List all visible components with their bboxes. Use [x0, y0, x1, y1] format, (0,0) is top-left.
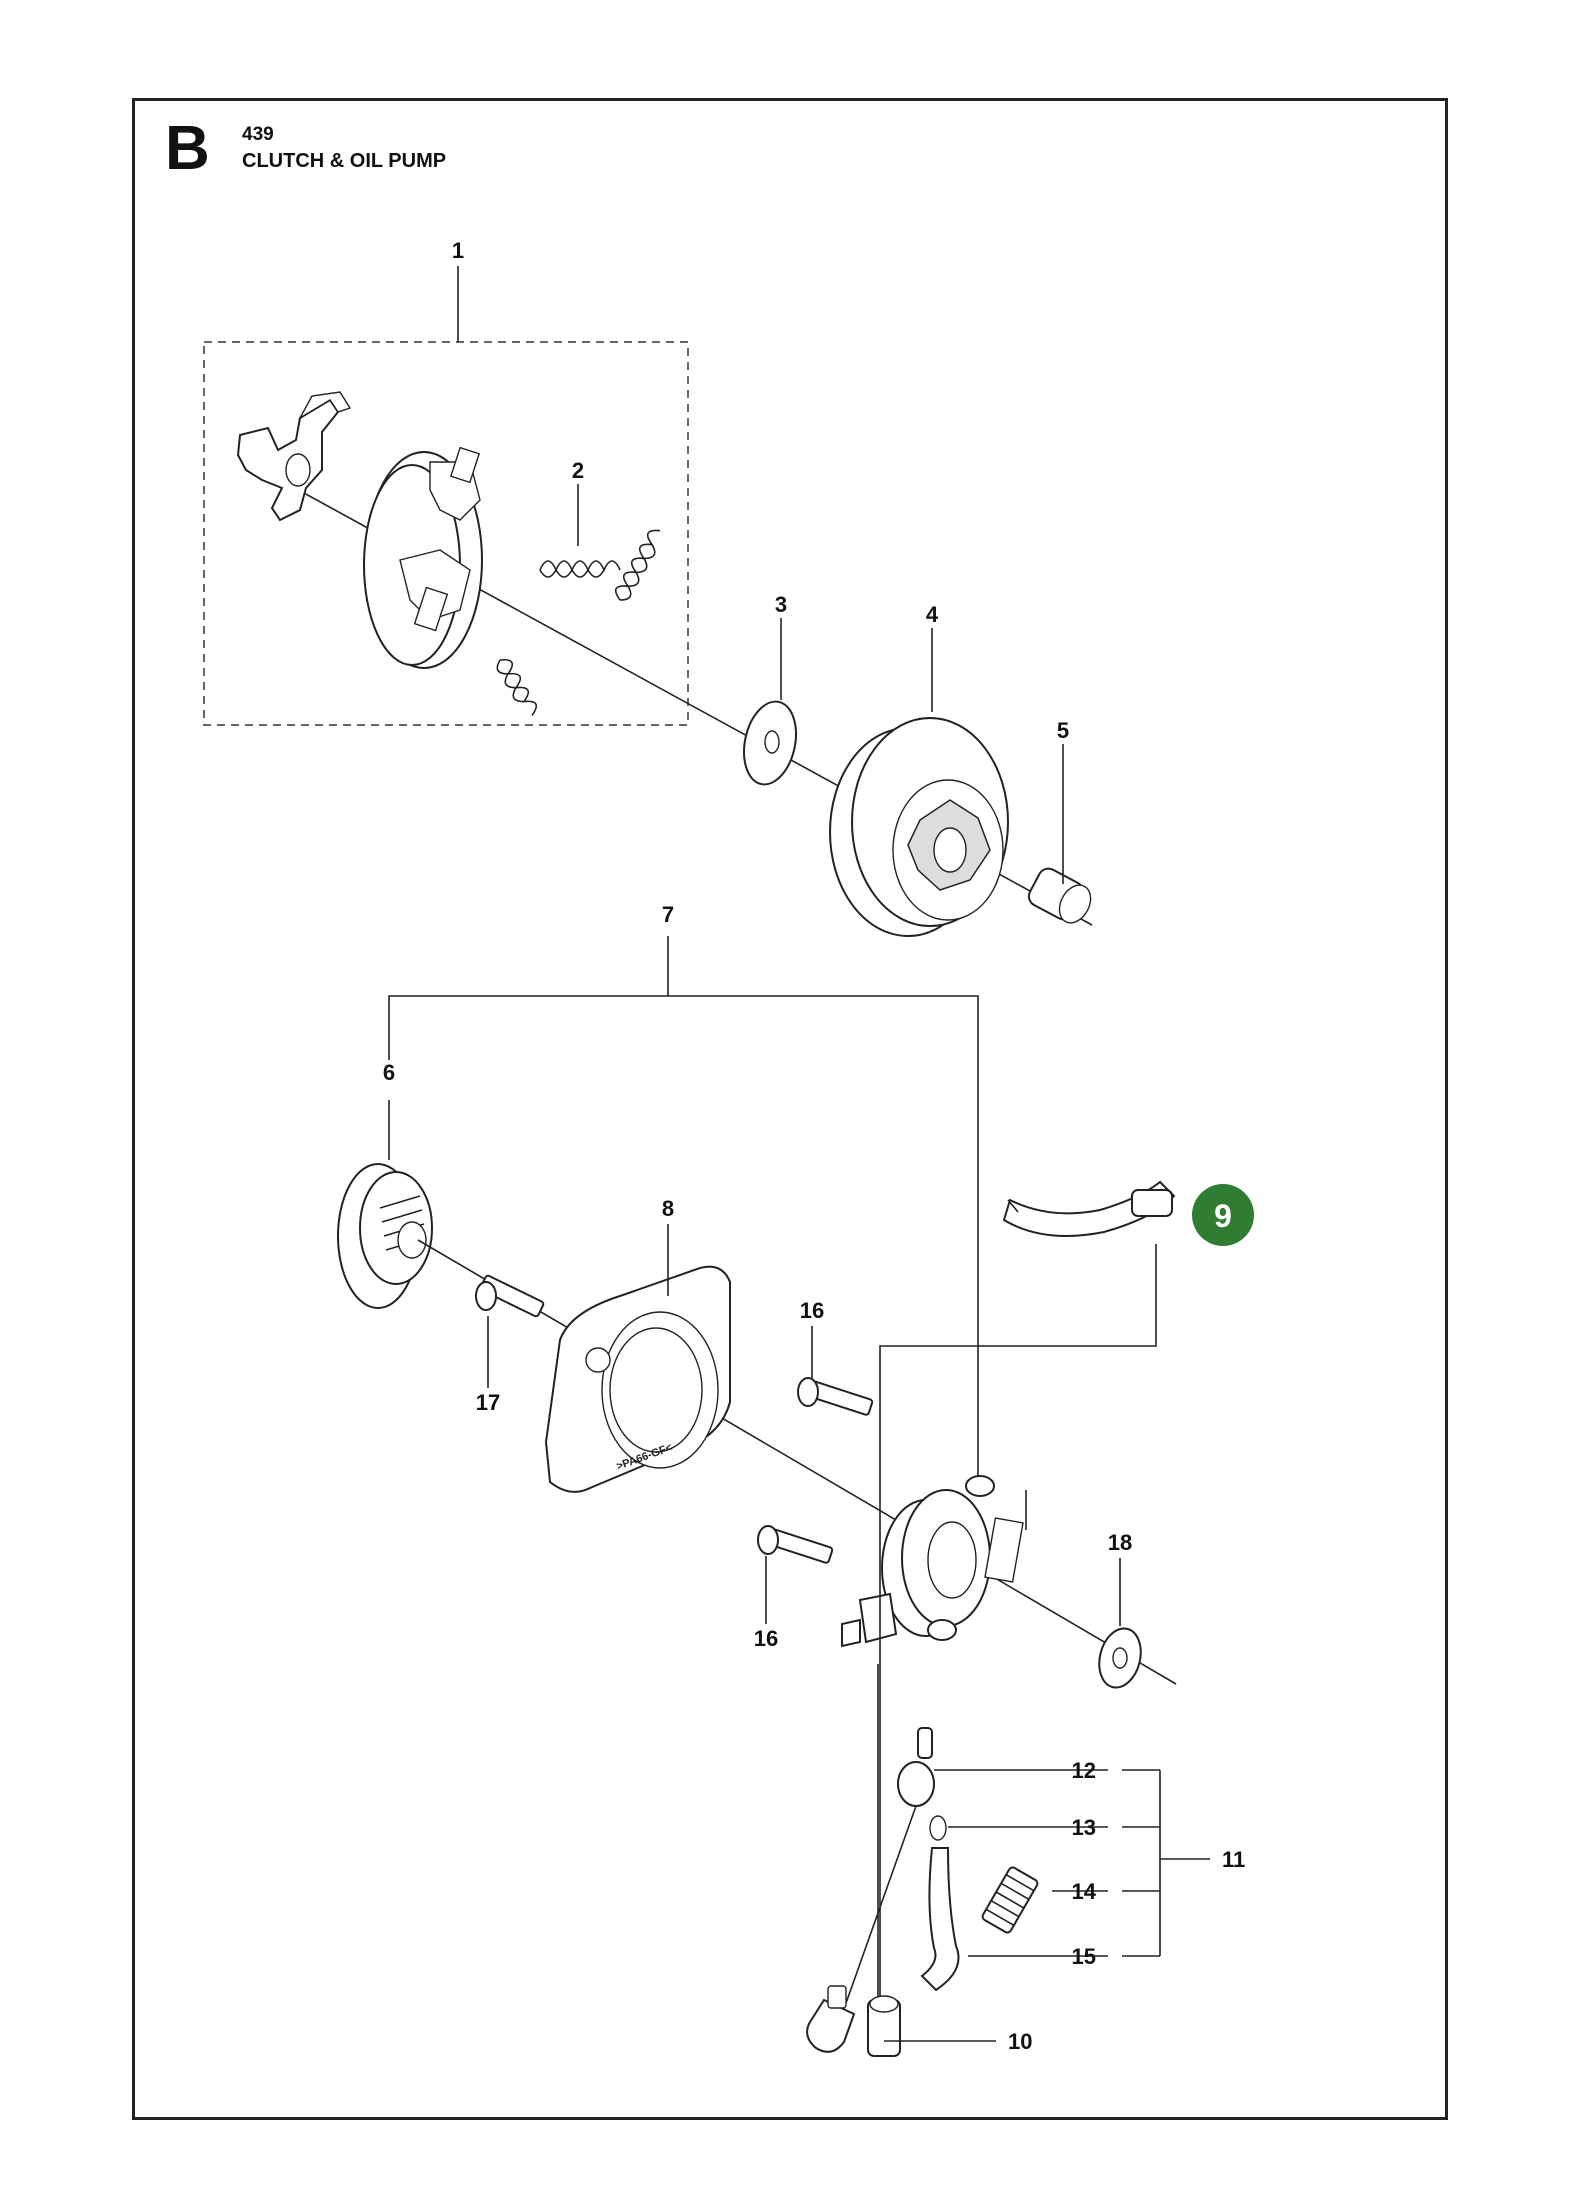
cover-plate-part-8: >PA66-GF<: [544, 1224, 731, 1493]
callout-9: 9: [1214, 1198, 1232, 1234]
needle-bearing-part-5: [1027, 744, 1092, 924]
coupling-part-13: [929, 1815, 947, 1841]
diagram-frame: [132, 98, 1448, 2120]
hose-part-15: [920, 1847, 960, 1992]
callout-1: 1: [452, 238, 464, 263]
callout-16-upper: 16: [800, 1298, 824, 1323]
washer-part-18: [1098, 1558, 1142, 1689]
clutch-drum-part-4: [829, 628, 1009, 937]
callout-7: 7: [662, 902, 674, 927]
callout-labels: 1 2 3 4 5 6 7 8 9 10 11 12 13 14 15 16 1…: [383, 238, 1245, 2054]
callout-16-lower: 16: [754, 1626, 778, 1651]
grommet-part-12: [897, 1761, 935, 1807]
callout-13: 13: [1072, 1815, 1096, 1840]
spring-right: [614, 529, 661, 601]
assembly-dashed-box: [203, 341, 689, 726]
suction-hose-assembly: [806, 1727, 1039, 2057]
oil-hose-part-9: [879, 1180, 1254, 2040]
callout-14: 14: [1072, 1879, 1097, 1904]
clutch-shoes: [363, 446, 483, 669]
callout-10: 10: [1008, 2029, 1032, 2054]
spring-top: [539, 560, 621, 578]
callout-17: 17: [476, 1390, 500, 1415]
page-title: CLUTCH & OIL PUMP: [242, 150, 447, 172]
spring-bottom: [496, 658, 538, 716]
clutch-hub: [236, 391, 352, 522]
callout-2: 2: [572, 458, 584, 483]
screw-part-16-lower: [757, 1525, 834, 1624]
hose-nipple: [917, 1727, 933, 1759]
callout-18: 18: [1108, 1530, 1132, 1555]
filter-part-14: [981, 1866, 1039, 1934]
elbow-part-10: [806, 1985, 901, 2057]
washer-part-3: [743, 618, 797, 786]
bracket-11: [884, 1769, 1210, 2042]
model-number: 439: [242, 124, 274, 145]
bracket-7: [388, 936, 979, 1496]
callout-5: 5: [1057, 718, 1069, 743]
callout-3: 3: [775, 592, 787, 617]
callout-8: 8: [662, 1196, 674, 1221]
highlight-badge: [1192, 1184, 1254, 1246]
clutch-assembly-group: [203, 266, 689, 726]
screw-part-17: [475, 1274, 545, 1388]
callout-11: 11: [1222, 1847, 1245, 1872]
guide-plate-part-6: [337, 1100, 433, 1309]
leader-line-9: [879, 1244, 1157, 2040]
clutch-springs: [496, 484, 661, 716]
callout-15: 15: [1072, 1944, 1096, 1969]
callout-6: 6: [383, 1060, 395, 1085]
screw-part-16-upper: [797, 1326, 874, 1416]
callout-12: 12: [1072, 1758, 1096, 1783]
section-letter: B: [165, 114, 210, 183]
oil-pump-body: [841, 1475, 1027, 1648]
oil-pump-axis-line: [417, 1239, 1177, 1685]
callout-4: 4: [926, 602, 939, 627]
